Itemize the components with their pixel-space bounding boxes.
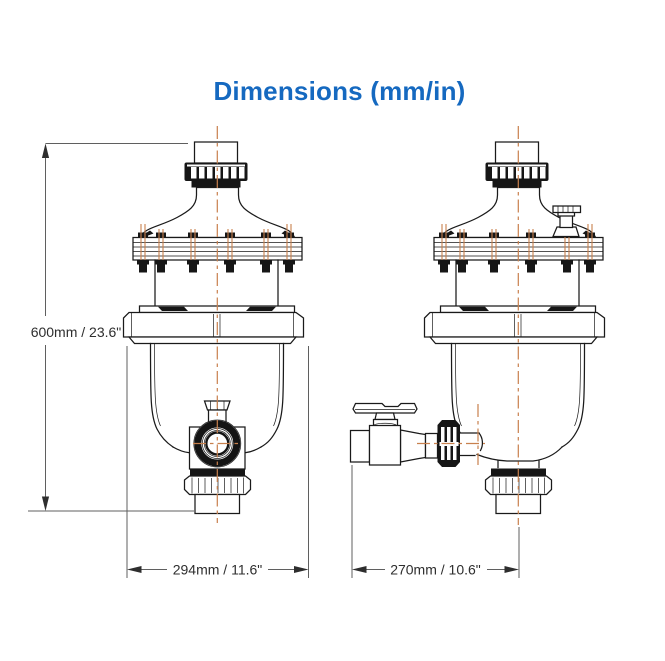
- valve-handle: [352, 402, 418, 414]
- height-dimension-label: 600mm / 23.6": [31, 324, 122, 340]
- vent-fitting: [552, 205, 582, 238]
- filter-front-view: [122, 141, 305, 515]
- drain-valve-front: [188, 400, 246, 470]
- front-width-dimension: 294mm / 11.6": [126, 346, 309, 578]
- front-width-dimension-label: 294mm / 11.6": [173, 562, 263, 578]
- drain-valve-side: [349, 402, 484, 467]
- page-title: Dimensions (mm/in): [213, 76, 466, 106]
- filter-side-view: [349, 141, 606, 515]
- side-width-dimension: 270mm / 10.6": [351, 465, 520, 578]
- valve-ball-housing: [368, 424, 402, 466]
- side-width-dimension-label: 270mm / 10.6": [390, 562, 481, 578]
- height-dimension: 600mm / 23.6": [28, 143, 194, 512]
